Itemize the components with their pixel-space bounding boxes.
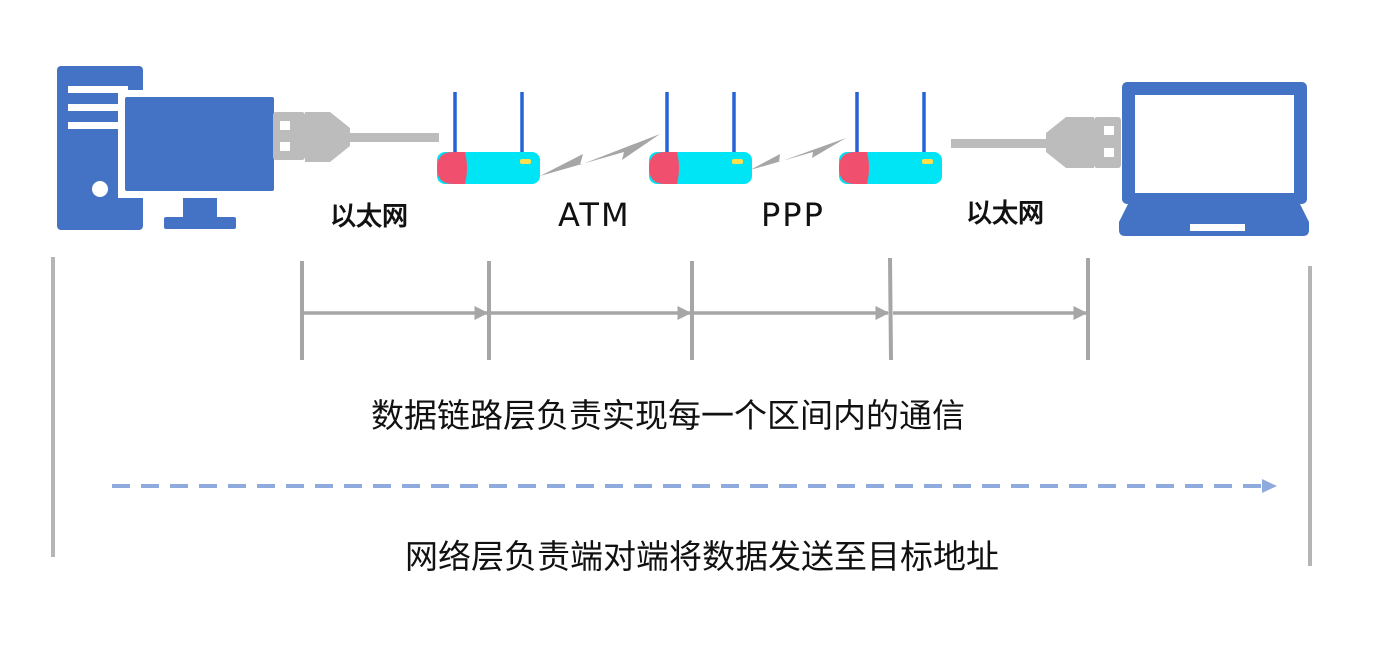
desktop-computer-icon — [57, 66, 281, 230]
end-to-end-dashed-arrow — [112, 479, 1277, 493]
router-2 — [649, 92, 752, 184]
left-cable — [273, 112, 439, 162]
right-cable — [951, 117, 1121, 168]
link-label-ethernet-left: 以太网 — [330, 202, 409, 232]
router-3 — [839, 92, 942, 184]
data-link-caption: 数据链路层负责实现每一个区间内的通信 — [371, 396, 965, 435]
lightning-link-atm — [540, 134, 660, 176]
link-label-atm: ATM — [558, 196, 631, 234]
lightning-link-ppp — [750, 138, 846, 170]
network-caption: 网络层负责端对端将数据发送至目标地址 — [405, 537, 999, 576]
router-1 — [437, 92, 540, 184]
laptop-icon — [1119, 82, 1309, 236]
link-label-ppp: PPP — [761, 196, 825, 234]
link-label-ethernet-right: 以太网 — [966, 199, 1045, 229]
hop-ticks — [300, 257, 1090, 361]
